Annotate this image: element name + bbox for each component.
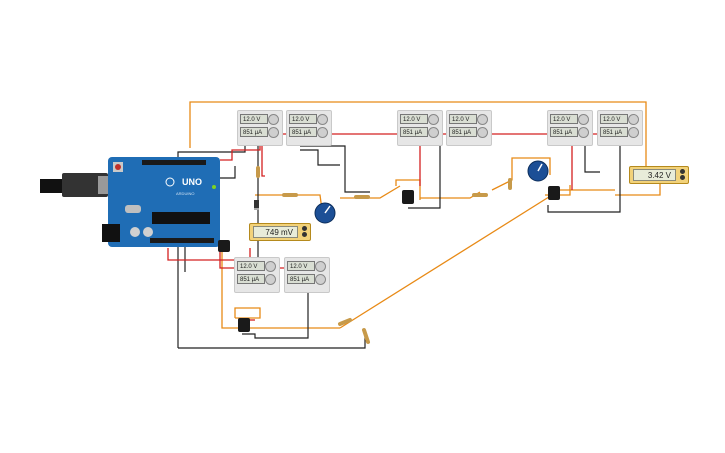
meter-probes	[680, 169, 686, 180]
diode	[254, 200, 259, 210]
wire-black	[242, 292, 309, 339]
crystal	[125, 205, 141, 213]
current-knob[interactable]	[315, 274, 326, 285]
voltage-display: 12.0 V	[449, 114, 477, 124]
current-display: 851 µA	[287, 274, 315, 284]
voltage-knob[interactable]	[315, 261, 326, 272]
power-supply[interactable]: 12.0 V 851 µA	[234, 257, 280, 293]
transistor	[218, 186, 560, 332]
header-bottom	[150, 238, 214, 243]
potentiometer-1	[314, 202, 336, 224]
meter-reading: 3.42 V	[633, 169, 676, 181]
wire-orange	[234, 307, 261, 319]
current-display: 851 µA	[289, 127, 317, 137]
wire-black	[300, 149, 340, 166]
voltage-display: 12.0 V	[237, 261, 265, 271]
current-knob[interactable]	[265, 274, 276, 285]
resistor	[256, 166, 512, 344]
current-display: 851 µA	[550, 127, 578, 137]
current-knob[interactable]	[578, 127, 589, 138]
power-jack	[102, 224, 120, 242]
wire-orange	[340, 185, 401, 199]
wire-black	[178, 330, 366, 349]
voltage-knob[interactable]	[628, 114, 639, 125]
current-knob[interactable]	[477, 127, 488, 138]
current-display: 851 µA	[237, 274, 265, 284]
usb-cable	[40, 173, 112, 197]
current-display: 851 µA	[600, 127, 628, 137]
potentiometer-2	[527, 160, 549, 182]
wire-orange	[221, 244, 340, 329]
current-display: 851 µA	[449, 127, 477, 137]
wire-red	[167, 248, 251, 261]
power-supply[interactable]: 12.0 V 851 µA	[284, 257, 330, 293]
voltage-display: 12.0 V	[289, 114, 317, 124]
led-indicator	[212, 185, 216, 189]
wire-orange	[255, 194, 323, 211]
power-supply[interactable]: 12.0 V 851 µA	[397, 110, 443, 146]
brand-label: ARDUINO	[176, 191, 194, 196]
wire-black	[177, 145, 246, 348]
voltage-knob[interactable]	[268, 114, 279, 125]
current-display: 851 µA	[400, 127, 428, 137]
voltage-display: 12.0 V	[600, 114, 628, 124]
wire-orange	[189, 101, 647, 172]
atmega-chip	[152, 212, 210, 224]
header-top	[142, 160, 206, 165]
wire-orange	[491, 157, 551, 191]
power-supply[interactable]: 12.0 V 851 µA	[446, 110, 492, 146]
voltage-display: 12.0 V	[287, 261, 315, 271]
meter-reading: 749 mV	[253, 226, 298, 238]
voltage-display: 12.0 V	[400, 114, 428, 124]
usb-plug	[40, 179, 62, 193]
current-knob[interactable]	[628, 127, 639, 138]
wire-orange	[420, 191, 481, 199]
wire-black	[584, 146, 600, 173]
wire-red	[261, 138, 265, 177]
multimeter[interactable]: 3.42 V	[629, 166, 689, 184]
multimeter[interactable]: 749 mV	[249, 223, 311, 241]
usb-housing	[62, 173, 108, 197]
voltage-knob[interactable]	[428, 114, 439, 125]
voltage-display: 12.0 V	[240, 114, 268, 124]
wire-black	[408, 146, 441, 209]
power-supply[interactable]: 12.0 V 851 µA	[597, 110, 643, 146]
arduino-logo	[165, 177, 175, 187]
voltage-knob[interactable]	[477, 114, 488, 125]
capacitor	[130, 227, 140, 237]
current-display: 851 µA	[240, 127, 268, 137]
capacitor	[143, 227, 153, 237]
power-supply[interactable]: 12.0 V 851 µA	[547, 110, 593, 146]
voltage-display: 12.0 V	[550, 114, 578, 124]
voltage-knob[interactable]	[317, 114, 328, 125]
voltage-knob[interactable]	[578, 114, 589, 125]
current-knob[interactable]	[268, 127, 279, 138]
wire-orange	[395, 179, 421, 200]
reset-button-cap	[115, 164, 121, 170]
arduino-board: UNO ARDUINO	[102, 157, 220, 247]
current-knob[interactable]	[317, 127, 328, 138]
power-supply[interactable]: 12.0 V 851 µA	[286, 110, 332, 146]
wire-black	[300, 145, 370, 193]
current-knob[interactable]	[428, 127, 439, 138]
wire-black	[547, 146, 621, 213]
power-supply[interactable]: 12.0 V 851 µA	[237, 110, 283, 146]
voltage-knob[interactable]	[265, 261, 276, 272]
wire-orange	[339, 189, 615, 329]
board-label: UNO	[182, 177, 202, 187]
meter-probes	[302, 226, 308, 237]
